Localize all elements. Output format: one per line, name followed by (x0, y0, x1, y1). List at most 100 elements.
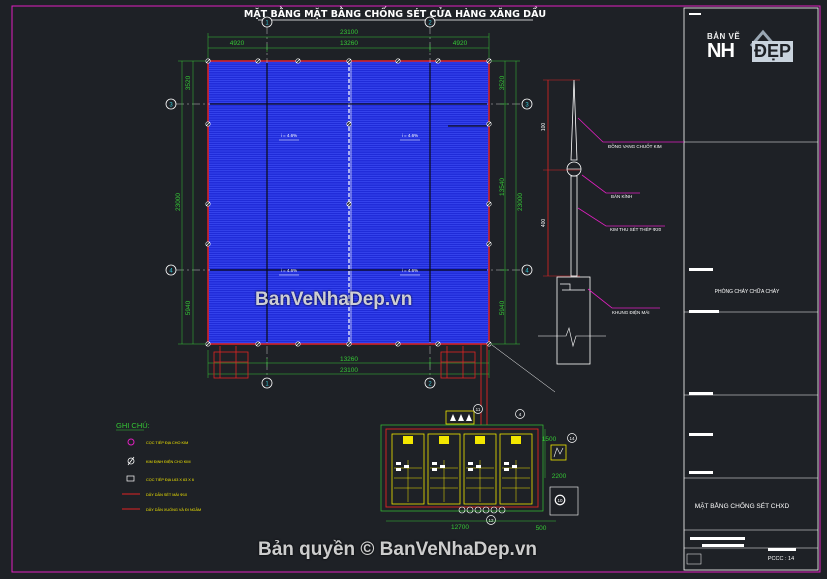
svg-text:14: 14 (569, 436, 575, 441)
title-block-discipline: PHÒNG CHÁY CHỮA CHÁY (715, 288, 780, 295)
air-terminal-icon (486, 58, 492, 64)
dim-left-total: 23000 (175, 193, 182, 211)
grounding-cabinet (427, 433, 461, 505)
title-block-frame (683, 7, 819, 571)
grounding-electrodes (458, 506, 506, 514)
drawing-title: MẶT BẰNG MẶT BẰNG CHỐNG SÉT CỬA HÀNG XĂN… (244, 7, 546, 20)
svg-text:1: 1 (265, 382, 269, 388)
dimension-right (491, 60, 520, 345)
dimension-left (178, 60, 206, 345)
air-terminal-icon (295, 58, 301, 64)
grounding-cabinet (463, 433, 497, 505)
svg-text:i = 4.6%: i = 4.6% (402, 133, 418, 138)
grounding-dims (386, 429, 556, 522)
detail-label: ĐỒNG VANG CHUỐT KIM (608, 143, 662, 149)
slope-label: i = 4.6% (279, 268, 299, 276)
slope-label: i = 4.6% (279, 133, 299, 141)
leader-line (491, 344, 556, 393)
axis-bubble: 4 (165, 264, 177, 276)
title-block-sheet-title: MẶT BẰNG CHỐNG SÉT CHXD (695, 500, 790, 510)
marker: 4 (515, 409, 525, 419)
beam-lines (210, 63, 487, 342)
dimension-bottom (207, 350, 490, 378)
title-block-sheet-code: PCCC : 14 (768, 556, 794, 562)
air-terminal-icon (435, 58, 441, 64)
axis-bubble: 4 (521, 264, 533, 276)
dim-right-bottom: 5940 (499, 300, 506, 315)
air-terminal-icon (255, 341, 261, 347)
brand-logo-nh: NH (707, 40, 735, 62)
drawing-frame (11, 5, 821, 573)
axis-bubble: 3 (521, 98, 533, 110)
svg-text:DÂY DẪN XUỐNG VÀ ĐI NGẦM: DÂY DẪN XUỐNG VÀ ĐI NGẦM (146, 507, 201, 512)
legend-item: DÂY DẪN SÉT MÁI Ф10 (122, 492, 187, 497)
grounding-cabinet (391, 433, 425, 505)
air-terminal-icon (255, 58, 261, 64)
brand-logo-dep: ĐẸP (752, 41, 794, 62)
dim-grounding-right: 500 (536, 525, 547, 532)
dim-left-top: 3520 (185, 75, 192, 90)
air-terminal-icon (346, 341, 352, 347)
grounding-grid (380, 410, 579, 516)
air-terminal-icon (205, 121, 211, 127)
dim-grounding-side-top: 1500 (542, 436, 557, 443)
air-terminal-icon (346, 121, 352, 127)
air-terminal-icon (295, 341, 301, 347)
dim-bottom-middle: 13260 (340, 356, 358, 363)
air-terminal-icon (486, 341, 492, 347)
watermark-bottom: Bản quyền © BanVeNhaDep.vn (258, 539, 538, 560)
brand-logo-small: BẢN VẼ (707, 32, 741, 41)
svg-text:4: 4 (519, 412, 522, 417)
title-block-placeholders (686, 13, 796, 565)
axis-bubble: 1 (261, 16, 273, 28)
air-terminal-icon (486, 241, 492, 247)
dim-right-middle: 13540 (499, 178, 506, 196)
svg-text:i = 4.6%: i = 4.6% (281, 133, 297, 138)
svg-text:i = 4.6%: i = 4.6% (281, 268, 297, 273)
marker: 14 (567, 433, 577, 443)
dim-top-middle: 13260 (340, 40, 358, 47)
legend-item: CỌC TIẾP ĐỊA CHO KIM (127, 438, 188, 446)
marker: 12 (486, 515, 496, 525)
dim-right-top: 3520 (499, 75, 506, 90)
dimension-top (207, 33, 490, 58)
svg-text:CỌC TIẾP ĐỊA CHO KIM: CỌC TIẾP ĐỊA CHO KIM (146, 440, 188, 445)
detail-label: KHUNG ĐIỆN MÁI (612, 308, 650, 315)
grounding-pit-left (213, 346, 249, 379)
legend-item: CỌC TIẾP ĐỊA L63 X 63 X 6 (126, 475, 194, 482)
svg-text:i = 4.6%: i = 4.6% (402, 268, 418, 273)
slope-label: i = 4.6% (400, 133, 420, 141)
dim-grounding-side-bottom: 2200 (552, 473, 567, 480)
marker: 11 (473, 404, 483, 414)
legend-title: GHI CHÚ: (116, 421, 150, 430)
grounding-pit-right (440, 346, 476, 379)
air-terminal-icon (205, 58, 211, 64)
marker: 10 (555, 495, 565, 505)
legend-item: KIM ĐỊNH ĐIỆN CHO KIM (127, 456, 191, 466)
svg-text:10: 10 (557, 498, 563, 503)
rod-dim-top: 100 (541, 123, 547, 132)
air-terminal-icon (205, 241, 211, 247)
air-terminal-icon (435, 341, 441, 347)
air-terminals (205, 58, 492, 347)
svg-text:DÂY DẪN SÉT MÁI Ф10: DÂY DẪN SÉT MÁI Ф10 (146, 492, 187, 497)
svg-text:11: 11 (476, 407, 481, 412)
dim-top-total: 23100 (340, 29, 358, 36)
down-conductor (480, 344, 488, 425)
svg-text:3: 3 (169, 103, 173, 109)
axis-bubble: 1 (261, 377, 273, 389)
dim-bottom-total: 23100 (340, 367, 358, 374)
air-terminal-icon (486, 201, 492, 207)
air-terminal-icon (205, 341, 211, 347)
detail-label: BÁN KÍNH (611, 193, 632, 199)
axis-bubble: 2 (424, 377, 436, 389)
svg-text:4: 4 (525, 269, 529, 275)
dim-top-right: 4920 (453, 40, 468, 47)
air-terminal-icon (486, 121, 492, 127)
svg-text:4: 4 (169, 269, 173, 275)
svg-text:1: 1 (265, 21, 269, 27)
legend-item: DÂY DẪN XUỐNG VÀ ĐI NGẦM (122, 507, 201, 512)
svg-text:12: 12 (488, 518, 494, 523)
air-terminal-icon (346, 58, 352, 64)
